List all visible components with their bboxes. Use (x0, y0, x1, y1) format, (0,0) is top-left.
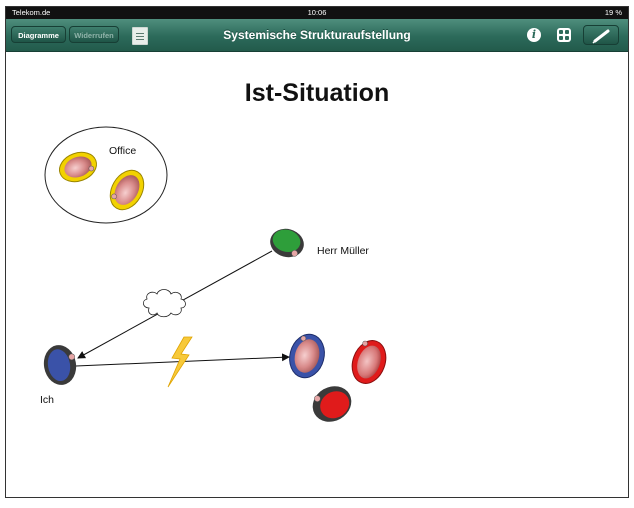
edit-button[interactable] (583, 25, 619, 45)
person-red-solid[interactable] (306, 379, 358, 428)
cloud-icon[interactable] (143, 289, 186, 318)
status-bar: Telekom.de 10:06 19 % (6, 7, 628, 19)
office-person-1[interactable] (55, 147, 100, 186)
herr-mueller-label: Herr Müller (317, 245, 369, 257)
diagram-drawing (41, 126, 391, 428)
person-herr-mueller[interactable] (267, 225, 307, 261)
undo-button[interactable]: Widerrufen (69, 26, 119, 43)
carrier-label: Telekom.de (12, 8, 51, 17)
person-red-outlined[interactable] (346, 336, 391, 388)
battery-label: 19 % (604, 8, 622, 17)
person-blue[interactable] (285, 330, 329, 381)
diagrams-button[interactable]: Diagramme (11, 26, 66, 43)
ich-label: Ich (40, 394, 55, 406)
grid-icon[interactable] (557, 28, 571, 42)
office-person-2[interactable] (104, 164, 151, 215)
info-icon[interactable]: i (527, 28, 541, 42)
lightning-icon[interactable] (167, 336, 193, 388)
status-time: 10:06 (307, 8, 327, 17)
person-ich[interactable] (41, 343, 79, 388)
toolbar: Diagramme Widerrufen Systemische Struktu… (6, 19, 628, 52)
diagram-canvas[interactable]: Office Herr Müller Ich (6, 52, 628, 497)
diagram-title: Ist-Situation (244, 79, 390, 107)
pencil-icon (592, 29, 610, 44)
document-icon[interactable] (132, 27, 148, 45)
ipad-screen: Telekom.de 10:06 19 % Diagramme Widerruf… (5, 6, 629, 498)
office-label: Office (109, 145, 137, 157)
